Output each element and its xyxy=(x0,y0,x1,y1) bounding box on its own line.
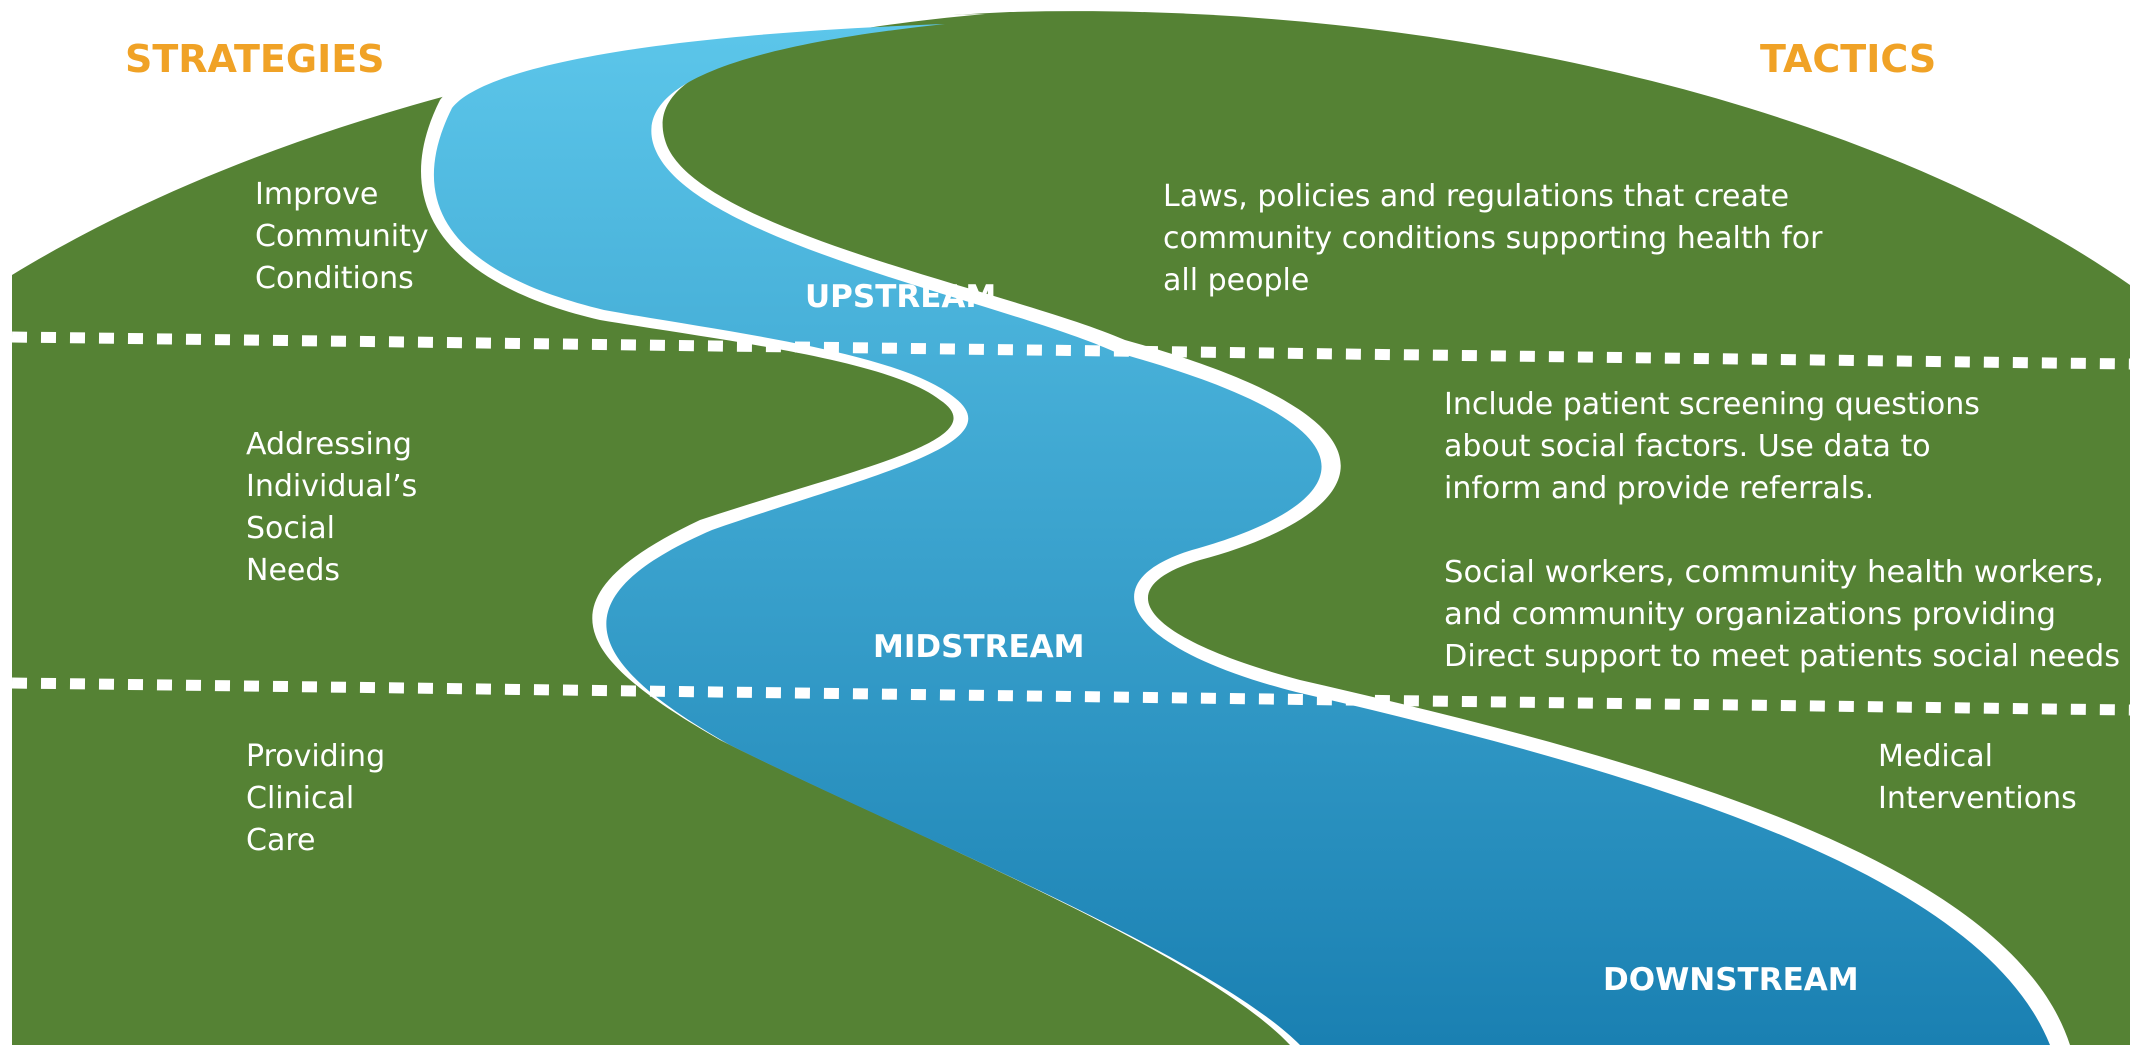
tactics-heading: TACTICS xyxy=(1760,37,1936,81)
strategy-upstream-line: Community xyxy=(255,219,429,254)
tactic-midstream-screening-line: about social factors. Use data to xyxy=(1444,429,1931,464)
strategy-midstream: Addressing Individual’s Social Needs xyxy=(246,427,417,588)
tactic-upstream-line: Laws, policies and regulations that crea… xyxy=(1163,179,1789,214)
tactic-midstream-support: Social workers, community health workers… xyxy=(1444,555,2120,674)
strategies-heading: STRATEGIES xyxy=(125,37,385,81)
zone-label-downstream: DOWNSTREAM xyxy=(1603,962,1859,998)
tactic-upstream-line: community conditions supporting health f… xyxy=(1163,221,1823,256)
strategy-downstream-line: Providing xyxy=(246,739,385,774)
strategy-midstream-line: Addressing xyxy=(246,427,412,462)
tactic-midstream-support-line: Direct support to meet patients social n… xyxy=(1444,639,2120,674)
tactic-midstream-screening-line: Include patient screening questions xyxy=(1444,387,1980,422)
zone-label-upstream: UPSTREAM xyxy=(805,279,996,315)
zone-label-midstream: MIDSTREAM xyxy=(873,629,1084,665)
strategy-downstream: Providing Clinical Care xyxy=(246,739,385,858)
strategy-downstream-line: Care xyxy=(246,823,315,858)
tactic-downstream: Medical Interventions xyxy=(1878,739,2077,816)
tactic-downstream-line: Interventions xyxy=(1878,781,2077,816)
tactic-upstream: Laws, policies and regulations that crea… xyxy=(1163,179,1823,298)
strategy-upstream-line: Conditions xyxy=(255,261,414,296)
tactic-upstream-line: all people xyxy=(1163,263,1309,298)
strategy-upstream-line: Improve xyxy=(255,177,378,212)
divider-upstream-midstream xyxy=(11,331,2131,370)
tactic-midstream-support-line: Social workers, community health workers… xyxy=(1444,555,2104,590)
tactic-midstream-screening: Include patient screening questions abou… xyxy=(1444,387,1980,506)
strategy-midstream-line: Needs xyxy=(246,553,340,588)
divider-midstream-downstream xyxy=(11,677,2131,716)
strategy-upstream: Improve Community Conditions xyxy=(255,177,429,296)
strategy-midstream-line: Individual’s xyxy=(246,469,417,504)
tactic-downstream-line: Medical xyxy=(1878,739,1993,774)
tactic-midstream-support-line: and community organizations providing xyxy=(1444,597,2056,632)
strategy-midstream-line: Social xyxy=(246,511,335,546)
tactic-midstream-screening-line: inform and provide referrals. xyxy=(1444,471,1874,506)
strategy-downstream-line: Clinical xyxy=(246,781,354,816)
river xyxy=(433,24,2050,1045)
